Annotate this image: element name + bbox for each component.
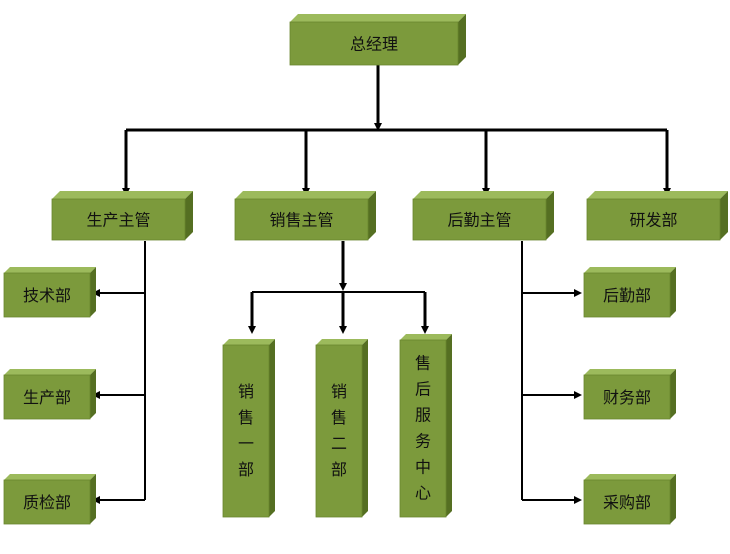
node-rnd-side-face xyxy=(720,191,728,240)
node-qc-dept-front-face xyxy=(3,479,91,525)
node-sales-two: 销售二部 xyxy=(315,339,368,518)
node-purchase-dept-top-face xyxy=(584,474,676,480)
node-ceo: 总经理 xyxy=(289,14,466,66)
node-sales-one-top-face xyxy=(223,339,275,345)
node-production-mgr-label: 生产主管 xyxy=(86,211,150,230)
node-ceo-top-face xyxy=(290,14,466,22)
node-sales-mgr-top-face xyxy=(235,191,376,199)
node-ceo-label: 总经理 xyxy=(350,35,398,54)
node-rnd-label: 研发部 xyxy=(629,211,677,230)
node-purchase-dept-label: 采购部 xyxy=(603,493,651,512)
node-sales-mgr-label: 销售主管 xyxy=(269,211,333,230)
node-tech-dept-top-face xyxy=(4,267,96,273)
node-tech-dept-label: 技术部 xyxy=(23,286,71,305)
node-finance-dept-side-face xyxy=(670,369,676,419)
node-production-dept: 生产部 xyxy=(3,369,96,420)
node-finance-dept-top-face xyxy=(584,369,676,375)
node-logistics-dept-front-face xyxy=(583,272,671,318)
node-production-dept-label: 生产部 xyxy=(23,388,71,407)
node-sales-two-front-face xyxy=(315,344,363,518)
node-sales-one: 销售一部 xyxy=(222,339,275,518)
node-logistics-mgr-front-face xyxy=(412,198,547,241)
node-sales-one-label: 销售一部 xyxy=(238,382,254,479)
node-qc-dept-side-face xyxy=(90,474,96,524)
node-sales-mgr: 销售主管 xyxy=(234,191,376,241)
node-after-sales: 售后服务中心 xyxy=(399,334,452,518)
node-production-mgr-front-face xyxy=(51,198,186,241)
node-logistics-mgr-top-face xyxy=(413,191,554,199)
node-ceo-front-face xyxy=(289,21,459,66)
node-logistics-dept: 后勤部 xyxy=(583,267,676,318)
node-production-mgr-side-face xyxy=(185,191,193,240)
node-production-mgr: 生产主管 xyxy=(51,191,193,241)
node-sales-one-side-face xyxy=(269,339,275,517)
node-after-sales-front-face xyxy=(399,339,447,518)
node-logistics-mgr-label: 后勤主管 xyxy=(447,211,511,230)
connectors xyxy=(92,64,671,504)
node-tech-dept-front-face xyxy=(3,272,91,318)
node-purchase-dept-side-face xyxy=(670,474,676,524)
node-production-dept-side-face xyxy=(90,369,96,419)
node-production-dept-top-face xyxy=(4,369,96,375)
node-logistics-mgr-side-face xyxy=(546,191,554,240)
node-ceo-side-face xyxy=(458,14,466,65)
node-after-sales-side-face xyxy=(446,334,452,517)
node-qc-dept-top-face xyxy=(4,474,96,480)
node-rnd-front-face xyxy=(586,198,721,241)
node-logistics-dept-label: 后勤部 xyxy=(603,286,651,305)
node-production-dept-front-face xyxy=(3,374,91,420)
node-purchase-dept: 采购部 xyxy=(583,474,676,525)
node-logistics-dept-top-face xyxy=(584,267,676,273)
node-qc-dept-label: 质检部 xyxy=(23,493,71,512)
node-sales-two-label: 销售二部 xyxy=(331,382,347,479)
node-production-mgr-top-face xyxy=(52,191,193,199)
node-purchase-dept-front-face xyxy=(583,479,671,525)
node-rnd-top-face xyxy=(587,191,728,199)
node-after-sales-label: 售后服务中心 xyxy=(415,354,431,503)
node-sales-two-top-face xyxy=(316,339,368,345)
node-finance-dept-label: 财务部 xyxy=(603,388,651,407)
node-sales-mgr-front-face xyxy=(234,198,369,241)
node-logistics-dept-side-face xyxy=(670,267,676,317)
node-qc-dept: 质检部 xyxy=(3,474,96,525)
node-rnd: 研发部 xyxy=(586,191,728,241)
node-sales-one-front-face xyxy=(222,344,270,518)
node-sales-mgr-side-face xyxy=(368,191,376,240)
node-logistics-mgr: 后勤主管 xyxy=(412,191,554,241)
node-tech-dept-side-face xyxy=(90,267,96,317)
node-sales-two-side-face xyxy=(362,339,368,517)
node-finance-dept: 财务部 xyxy=(583,369,676,420)
node-tech-dept: 技术部 xyxy=(3,267,96,318)
node-after-sales-top-face xyxy=(400,334,452,340)
node-finance-dept-front-face xyxy=(583,374,671,420)
